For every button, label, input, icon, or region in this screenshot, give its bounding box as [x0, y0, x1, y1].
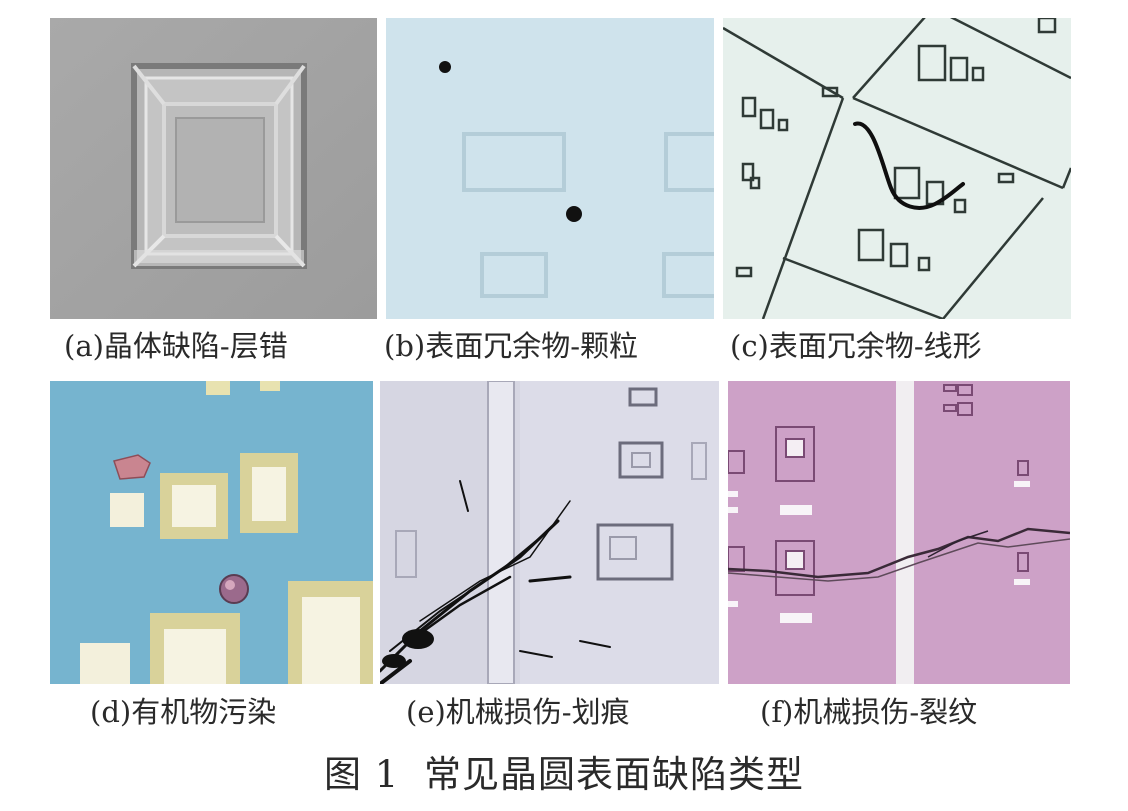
panel-a-image	[50, 18, 377, 319]
panel-c-caption: (c)表面冗余物-线形	[730, 329, 982, 363]
panel-f-image	[728, 381, 1070, 684]
panel-d-caption: (d)有机物污染	[90, 695, 277, 729]
panel-f-caption: (f)机械损伤-裂纹	[760, 695, 978, 729]
panel-d-image	[50, 381, 373, 684]
figure-title: 常见晶圆表面缺陷类型	[424, 753, 805, 796]
panel-e-caption: (e)机械损伤-划痕	[406, 695, 630, 729]
figure-number: 图 1	[323, 753, 400, 796]
figure-caption: 图 1 常见晶圆表面缺陷类型	[0, 752, 1128, 798]
panel-c-image	[723, 18, 1071, 319]
panel-b-image	[386, 18, 714, 319]
panel-e-image	[380, 381, 719, 684]
panel-a-caption: (a)晶体缺陷-层错	[64, 329, 288, 363]
panel-b-caption: (b)表面冗余物-颗粒	[384, 329, 638, 363]
